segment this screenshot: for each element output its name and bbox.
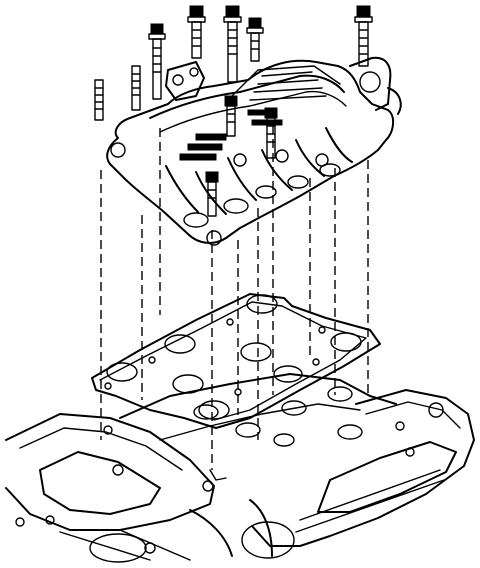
- manifold-bolt: [187, 5, 206, 59]
- manifold-bolt: [205, 171, 219, 217]
- cylinder-head: [5, 373, 475, 563]
- alignment-lines: [100, 125, 369, 470]
- gasket-port: [164, 334, 196, 354]
- valve-cover: [39, 451, 161, 515]
- gasket-port: [246, 294, 278, 314]
- manifold-stud: [94, 79, 104, 121]
- manifold-bolt: [148, 23, 166, 100]
- gasket-port: [240, 342, 272, 362]
- manifold-bolt: [246, 17, 264, 62]
- manifold-bolt: [354, 5, 373, 67]
- gasket-port: [273, 365, 303, 383]
- manifold-bolt: [224, 95, 238, 137]
- gasket-port: [330, 332, 362, 352]
- valve-cover: [317, 441, 457, 513]
- manifold-bolt: [223, 5, 242, 83]
- intake-gasket: [91, 293, 381, 429]
- gasket-port: [106, 362, 138, 382]
- gasket-port: [198, 400, 230, 420]
- upper-intake-manifold: [106, 56, 402, 246]
- manifold-logo-texture: [179, 109, 283, 161]
- manifold-stud: [131, 65, 141, 111]
